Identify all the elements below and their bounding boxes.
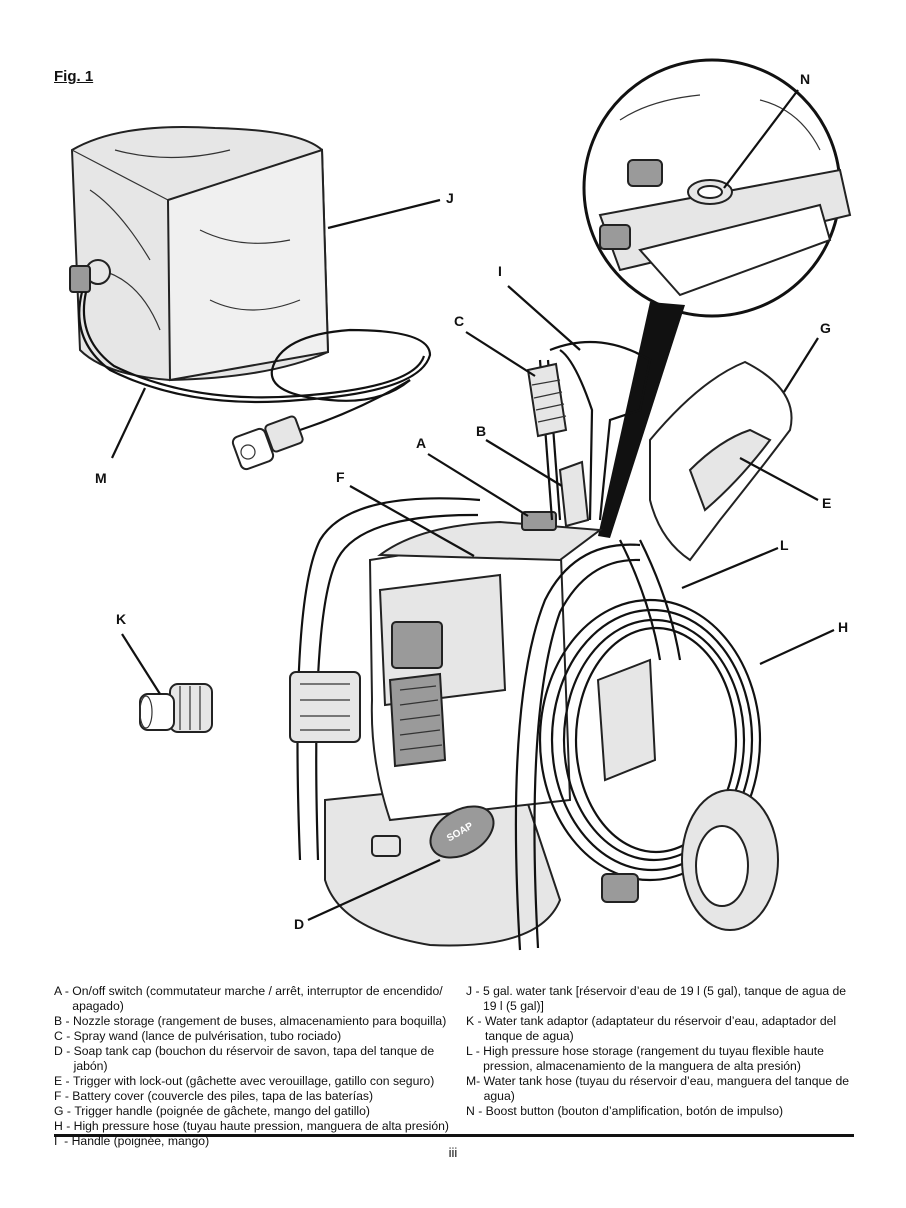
legend-description: High pressure hose storage (rangement du… [483, 1044, 824, 1073]
legend-key: K - [466, 1014, 485, 1028]
legend-item: F - Battery cover (couvercle des piles, … [54, 1089, 450, 1104]
callout-l: L [780, 537, 789, 553]
legend-key: M- [466, 1074, 484, 1088]
legend-item: H - High pressure hose (tuyau haute pres… [54, 1119, 450, 1134]
legend-right-column: J - 5 gal. water tank [réservoir d’eau d… [466, 984, 856, 1119]
leader-lines [111, 89, 835, 922]
legend-item: K - Water tank adaptor (adaptateur du ré… [466, 1014, 856, 1044]
water-tank-drawing [69, 125, 432, 471]
legend-item: N - Boost button (bouton d’amplification… [466, 1104, 856, 1119]
callout-m: M [95, 470, 107, 486]
legend-item: D - Soap tank cap (bouchon du réservoir … [54, 1044, 450, 1074]
legend-key: B - [54, 1014, 73, 1028]
legend-description: High pressure hose (tuyau haute pression… [73, 1119, 449, 1133]
legend-item: C - Spray wand (lance de pulvérisation, … [54, 1029, 450, 1044]
legend-description: Trigger handle (poignée de gâchete, mang… [74, 1104, 370, 1118]
legend-description: Trigger with lock-out (gâchette avec ver… [72, 1074, 435, 1088]
legend-description: 5 gal. water tank [réservoir d’eau de 19… [482, 984, 847, 1013]
legend-item: G - Trigger handle (poignée de gâchete, … [54, 1104, 450, 1119]
legend-item: L - High pressure hose storage (rangemen… [466, 1044, 856, 1074]
legend-key: E - [54, 1074, 73, 1088]
legend-left-column: A - On/off switch (commutateur marche / … [54, 984, 450, 1149]
legend-description: Water tank hose (tuyau du réservoir d’ea… [483, 1074, 850, 1103]
callout-f: F [336, 469, 345, 485]
legend-item: I - Handle (poignée, mango) [54, 1134, 450, 1149]
legend-description: Boost button (bouton d’amplification, bo… [485, 1104, 784, 1118]
callout-d: D [294, 916, 304, 932]
legend-key: D - [54, 1044, 74, 1058]
figure-title: Fig. 1 [54, 68, 94, 85]
legend-key: A - [54, 984, 73, 998]
legend-item: B - Nozzle storage (rangement de buses, … [54, 1014, 450, 1029]
legend-key: C - [54, 1029, 74, 1043]
legend-item: M- Water tank hose (tuyau du réservoir d… [466, 1074, 856, 1104]
page-number: iii [448, 1145, 458, 1160]
callout-n: N [800, 71, 810, 87]
legend-description: Battery cover (couvercle des piles, tapa… [72, 1089, 374, 1103]
legend-key: G - [54, 1104, 75, 1118]
pressure-washer-body: SOAP [289, 340, 793, 951]
legend-description: On/off switch (commutateur marche / arrê… [72, 984, 443, 1013]
callout-g: G [820, 320, 831, 336]
callout-h: H [838, 619, 848, 635]
callout-a: A [416, 435, 426, 451]
boost-button-inset [582, 58, 852, 538]
legend-key: N - [466, 1104, 486, 1118]
callout-j: J [446, 190, 454, 206]
adaptor-drawing [139, 683, 213, 733]
callout-e: E [822, 495, 831, 511]
legend-key: F - [54, 1089, 73, 1103]
legend-description: Spray wand (lance de pulvérisation, tubo… [73, 1029, 342, 1043]
callout-b: B [476, 423, 486, 439]
callout-labels: J M K N I C G B A F E L H D [95, 71, 848, 932]
callout-i: I [498, 263, 502, 279]
legend-item: A - On/off switch (commutateur marche / … [54, 984, 450, 1014]
pressure-washer-illustration: SOAP J M K N I C G B A F E L H D [69, 58, 852, 951]
callout-c: C [454, 313, 464, 329]
legend-key: H - [54, 1119, 74, 1133]
legend-key: L - [466, 1044, 484, 1058]
legend-item: E - Trigger with lock-out (gâchette avec… [54, 1074, 450, 1089]
legend-key: I - [54, 1134, 72, 1148]
legend-description: Water tank adaptor (adaptateur du réserv… [484, 1014, 837, 1043]
legend-key: J - [466, 984, 483, 998]
legend-description: Handle (poignée, mango) [71, 1134, 210, 1148]
legend-description: Nozzle storage (rangement de buses, alma… [72, 1014, 447, 1028]
footer-rule [54, 1134, 854, 1137]
callout-k: K [116, 611, 126, 627]
legend-description: Soap tank cap (bouchon du réservoir de s… [73, 1044, 435, 1073]
legend-item: J - 5 gal. water tank [réservoir d’eau d… [466, 984, 856, 1014]
